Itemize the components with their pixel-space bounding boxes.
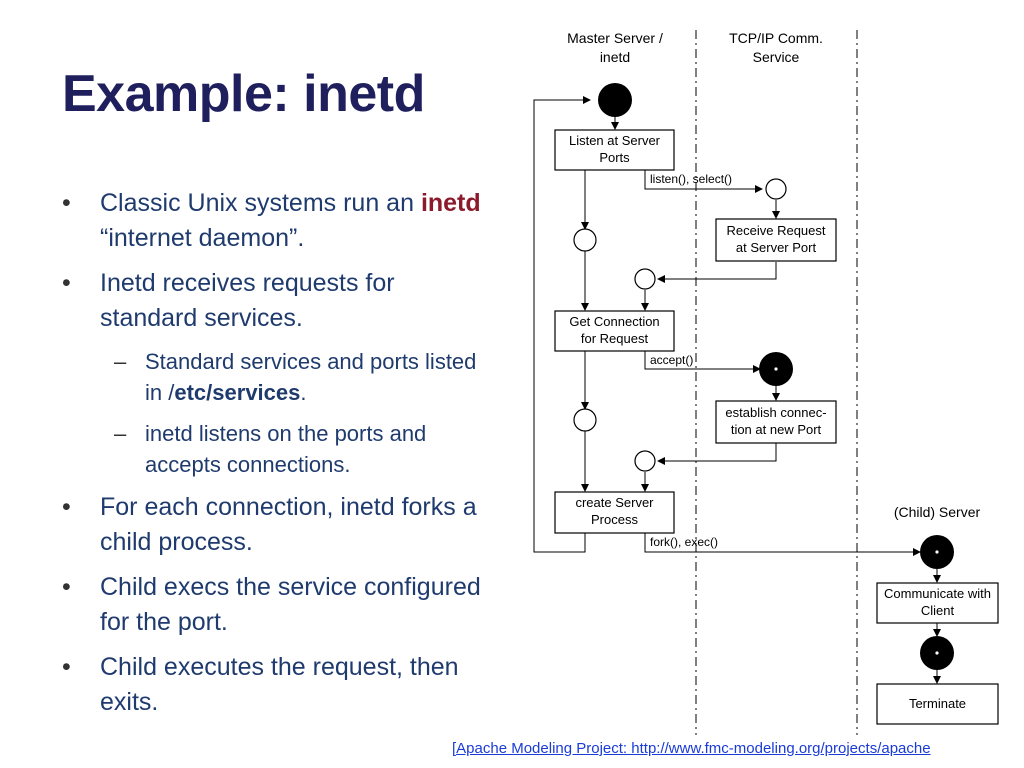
bullet-forks-child: For each connection, inetd forks a child… xyxy=(62,490,492,560)
bullet-classic-unix: Classic Unix systems run an inetd “inter… xyxy=(62,186,492,256)
box-terminate xyxy=(876,683,999,725)
box-listen-line1: Listen at Server xyxy=(569,133,661,148)
header-tcp-line2: Service xyxy=(753,49,800,65)
header-child: (Child) Server xyxy=(894,504,981,520)
edge-label-fork: fork(), exec() xyxy=(650,535,718,549)
bullet-inetd-receives: Inetd receives requests for standard ser… xyxy=(62,266,492,336)
master-place-3 xyxy=(573,408,597,432)
slide-title: Example: inetd xyxy=(62,65,425,123)
arrow-getconn-to-tcp xyxy=(644,351,761,373)
citation-link[interactable]: [Apache Modeling Project: http://www.fmc… xyxy=(452,740,931,757)
master-place-1 xyxy=(573,228,597,252)
start-place-token xyxy=(598,83,632,117)
arrow-listen-to-tcp xyxy=(644,170,763,193)
subbullet-services-listed: Standard services and ports listed in /e… xyxy=(62,346,492,408)
box-listen-line2: Ports xyxy=(599,150,630,165)
box-communicate xyxy=(876,582,999,624)
master-place-4 xyxy=(634,450,656,472)
box-create-server xyxy=(554,491,675,534)
box-get-connection-line2: for Request xyxy=(581,331,649,346)
box-receive-line2: at Server Port xyxy=(736,240,817,255)
box-receive xyxy=(715,218,837,262)
box-listen xyxy=(554,129,675,171)
box-communicate-line1: Communicate with xyxy=(884,586,991,601)
bullet-child-exits: Child executes the request, then exits. xyxy=(62,650,492,720)
box-get-connection xyxy=(554,310,675,352)
box-receive-line1: Receive Request xyxy=(727,223,826,238)
subbullet-inetd-listens: inetd listens on the ports and accepts c… xyxy=(62,418,492,480)
box-establish-line2: tion at new Port xyxy=(731,422,822,437)
box-create-line2: Process xyxy=(591,512,638,527)
arrow-receive-to-place2 xyxy=(657,262,777,283)
box-establish xyxy=(715,400,837,444)
inetd-highlight: inetd xyxy=(420,189,481,217)
box-terminate-label: Terminate xyxy=(909,696,966,711)
box-create-line1: create Server xyxy=(575,495,654,510)
edge-label-accept: accept() xyxy=(650,353,693,367)
box-communicate-line2: Client xyxy=(921,603,955,618)
box-get-connection-line1: Get Connection xyxy=(569,314,659,329)
tcp-place-listen xyxy=(765,178,787,200)
bullet-child-execs: Child execs the service configured for t… xyxy=(62,570,492,640)
arrow-create-to-child xyxy=(644,533,921,556)
master-place-2 xyxy=(634,268,656,290)
bullet-list: Classic Unix systems run an inetd “inter… xyxy=(62,186,492,730)
edge-label-listen: listen(), select() xyxy=(650,172,732,186)
header-master-line2: inetd xyxy=(600,49,630,65)
header-tcp-line1: TCP/IP Comm. xyxy=(729,30,823,46)
loop-back-arrow xyxy=(533,96,591,553)
box-establish-line1: establish connec- xyxy=(725,405,826,420)
header-master-line1: Master Server / xyxy=(567,30,663,46)
arrow-establish-to-place4 xyxy=(657,443,777,465)
